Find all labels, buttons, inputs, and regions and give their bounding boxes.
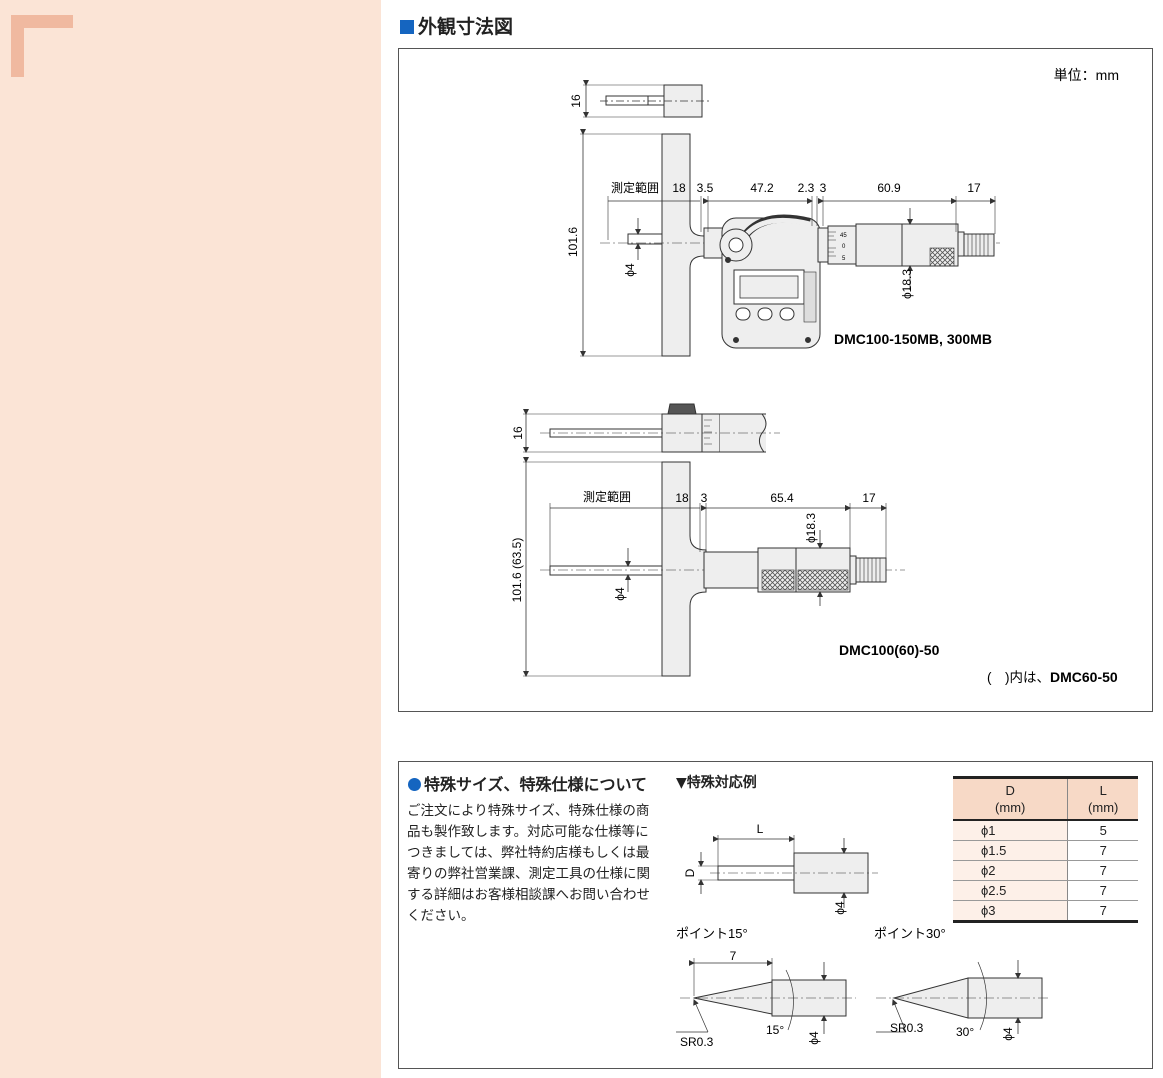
lower-model-label: DMC100(60)-50 — [839, 642, 940, 658]
upper-dim-60-9: 60.9 — [877, 181, 901, 195]
lower-top-dim: 16 — [511, 426, 525, 440]
upper-top-view — [583, 80, 710, 118]
point30-sr: SR0.3 — [890, 1021, 924, 1035]
point30-angle: 30° — [956, 1025, 974, 1039]
special-spec-box: L D ϕ4 ポイント15° 7 SR0.3 15° ϕ4 ポイント30° SR… — [398, 761, 1153, 1069]
rod-L-label: L — [757, 822, 764, 836]
unit-label: 単位：mm — [1054, 67, 1119, 83]
lower-dim-17: 17 — [862, 491, 876, 505]
corner-mark-vertical — [11, 15, 24, 77]
lower-rod-dia-label: ϕ4 — [613, 587, 627, 601]
upper-model-label: DMC100-150MB, 300MB — [834, 331, 992, 347]
upper-dim-3: 3 — [820, 181, 827, 195]
lower-height-dim: 101.6 (63.5) — [510, 538, 524, 603]
section-title: 外観寸法図 — [400, 12, 513, 39]
upper-dim-2-3: 2.3 — [798, 181, 815, 195]
special-spec-drawings: L D ϕ4 ポイント15° 7 SR0.3 15° ϕ4 ポイント30° SR… — [676, 822, 1050, 1049]
special-title: 特殊サイズ、特殊仕様について — [408, 771, 647, 795]
point30-dia: ϕ4 — [1001, 1027, 1015, 1041]
upper-dim-18: 18 — [672, 181, 686, 195]
lower-base — [523, 457, 905, 677]
scale-mark-0: 0 — [842, 244, 846, 250]
upper-height-dim: 101.6 — [566, 227, 580, 257]
point15-dia: ϕ4 — [807, 1031, 821, 1045]
upper-top-dim: 16 — [569, 94, 583, 108]
scale-mark-5: 5 — [842, 256, 846, 262]
lower-dim-18: 18 — [675, 491, 689, 505]
scale-mark-45: 45 — [840, 233, 847, 239]
point30-drawing — [876, 960, 1050, 1034]
page-margin — [0, 0, 381, 1078]
table-header-d: D(mm) — [953, 776, 1068, 821]
upper-dim-17: 17 — [967, 181, 981, 195]
rod-example — [698, 835, 878, 908]
upper-body — [703, 214, 995, 349]
point15-title: ポイント15° — [676, 926, 748, 941]
dimension-drawings: 単位：mm 16 101.6 ϕ4 — [510, 67, 1119, 685]
point30-title: ポイント30° — [874, 926, 946, 941]
lower-note-prefix: ( )内は、 — [987, 670, 1050, 685]
rod-dia-label: ϕ4 — [833, 901, 847, 915]
point15-drawing — [676, 958, 856, 1034]
upper-range-label: 測定範囲 — [611, 180, 659, 195]
lower-note-model: DMC60-50 — [1050, 669, 1118, 685]
lower-body — [703, 547, 887, 593]
circle-bullet-icon — [408, 778, 421, 791]
rod-D-label: D — [683, 868, 697, 877]
lower-thimble-dia: ϕ18.3 — [804, 513, 818, 543]
table-header-l: L(mm) — [1067, 776, 1138, 821]
upper-rod-dia-label: ϕ4 — [623, 263, 637, 277]
lower-dimension-lines — [549, 503, 887, 606]
dimension-drawing-box: 単位：mm 16 101.6 ϕ4 — [398, 48, 1153, 712]
lower-range-label: 測定範囲 — [583, 489, 631, 504]
point15-angle: 15° — [766, 1023, 784, 1037]
upper-thimble-dia: ϕ18.3 — [900, 269, 914, 299]
point15-sr: SR0.3 — [680, 1035, 714, 1049]
upper-dim-47-2: 47.2 — [750, 181, 774, 195]
upper-dimension-lines — [607, 196, 996, 290]
special-body: ご注文により特殊サイズ、特殊仕様の商品も製作致します。対応可能な仕様等につきまし… — [407, 803, 650, 924]
example-title: ▼特殊対応例 — [676, 775, 757, 791]
point15-length: 7 — [730, 949, 737, 963]
lower-top-view — [523, 403, 780, 453]
corner-mark — [11, 15, 73, 28]
lower-dim-65-4: 65.4 — [770, 491, 794, 505]
square-bullet-icon — [400, 20, 414, 34]
upper-dim-3-5: 3.5 — [697, 181, 714, 195]
lower-dim-3: 3 — [701, 491, 708, 505]
